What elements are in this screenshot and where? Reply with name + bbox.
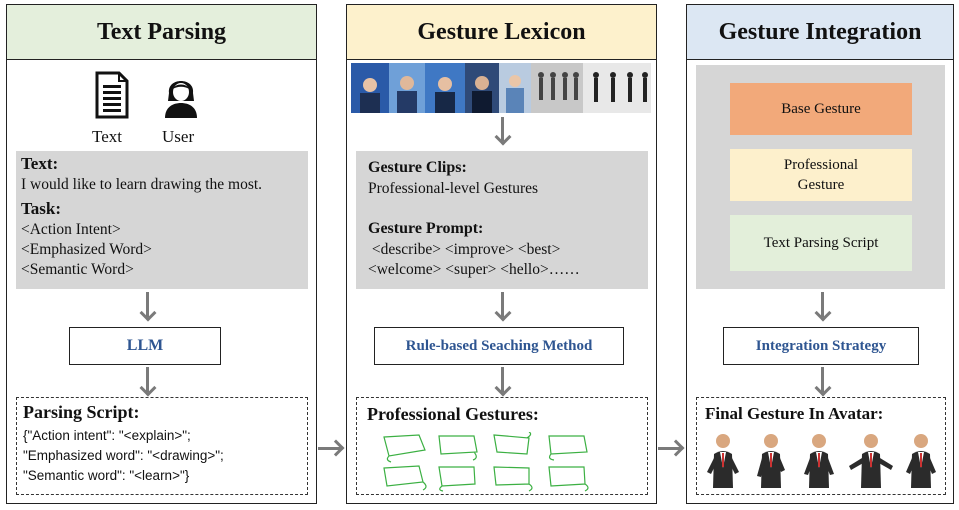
gesture-clips-value: Professional-level Gestures <box>368 180 539 197</box>
gesture-prompt-line: <describe> <improve> <best> <box>368 241 561 258</box>
gesture-prompt-line: <welcome> <super> <hello>…… <box>368 261 580 278</box>
arrow-head <box>494 304 512 322</box>
professional-gestures-heading: Professional Gestures: <box>367 404 539 424</box>
arrow-line <box>821 367 824 392</box>
text-parsing-panel: Text Parsing Text User Text: I would lik… <box>6 4 317 504</box>
parsing-script-box: Parsing Script: {"Action intent": "<expl… <box>16 397 308 495</box>
gesture-integration-title: Gesture Integration <box>687 5 953 60</box>
gesture-integration-panel: Gesture Integration Base Gesture Profess… <box>686 4 954 504</box>
gesture-video-thumbnails <box>351 63 651 113</box>
arrow-line <box>501 292 504 317</box>
text-task-box: Text: I would like to learn drawing the … <box>16 151 308 289</box>
arrow-line <box>501 367 504 392</box>
text-parsing-title: Text Parsing <box>7 5 316 60</box>
integration-inputs-box: Base Gesture Professional Gesture Text P… <box>696 65 945 289</box>
task-item: <Action Intent> <box>21 221 121 238</box>
arrow-head <box>494 128 512 146</box>
task-heading: Task: <box>21 199 62 218</box>
rule-based-method-box: Rule-based Seaching Method <box>374 327 624 365</box>
text-parsing-script-box: Text Parsing Script <box>730 215 912 271</box>
text-value: I would like to learn drawing the most. <box>21 176 263 193</box>
final-gesture-heading: Final Gesture In Avatar: <box>705 404 884 423</box>
arrow-line <box>146 292 149 317</box>
arrow-head <box>494 379 512 397</box>
arrow-head <box>667 439 685 457</box>
text-icon-label: Text <box>92 127 122 146</box>
arrow-head <box>327 439 345 457</box>
gesture-clips-heading: Gesture Clips: <box>368 159 467 176</box>
base-gesture-box: Base Gesture <box>730 83 912 135</box>
arrow-head <box>814 304 832 322</box>
gesture-lexicon-panel: Gesture Lexicon Gesture C <box>346 4 657 504</box>
arrow-head <box>139 379 157 397</box>
arrow-head <box>814 379 832 397</box>
user-icon-label: User <box>162 127 195 146</box>
document-icon <box>95 71 129 119</box>
parsing-script-heading: Parsing Script: <box>23 402 140 422</box>
task-item: <Emphasized Word> <box>21 241 152 258</box>
task-item: <Semantic Word> <box>21 261 134 278</box>
parsing-script-line: {"Action intent": "<explain>"; <box>23 428 191 443</box>
arrow-line <box>146 367 149 392</box>
user-icon <box>161 71 201 119</box>
llm-box: LLM <box>69 327 221 365</box>
integration-strategy-box: Integration Strategy <box>723 327 919 365</box>
panel-connector <box>318 447 340 450</box>
avatar-figures <box>707 434 936 488</box>
gesture-sketches <box>383 432 589 492</box>
gesture-clips-box: Gesture Clips: Professional-level Gestur… <box>356 151 648 289</box>
arrow-line <box>501 117 504 141</box>
panel-connector <box>658 447 680 450</box>
gesture-lexicon-title: Gesture Lexicon <box>347 5 656 60</box>
arrow-head <box>139 304 157 322</box>
text-heading: Text: <box>21 154 59 173</box>
final-gesture-box: Final Gesture In Avatar: <box>696 397 946 495</box>
professional-gesture-box: Professional Gesture <box>730 149 912 201</box>
professional-gestures-box: Professional Gestures: <box>356 397 648 495</box>
parsing-script-line: "Semantic word": "<learn>"} <box>23 468 190 483</box>
arrow-line <box>821 292 824 317</box>
gesture-prompt-heading: Gesture Prompt: <box>368 220 484 237</box>
parsing-script-line: "Emphasized word": "<drawing>"; <box>23 448 224 463</box>
